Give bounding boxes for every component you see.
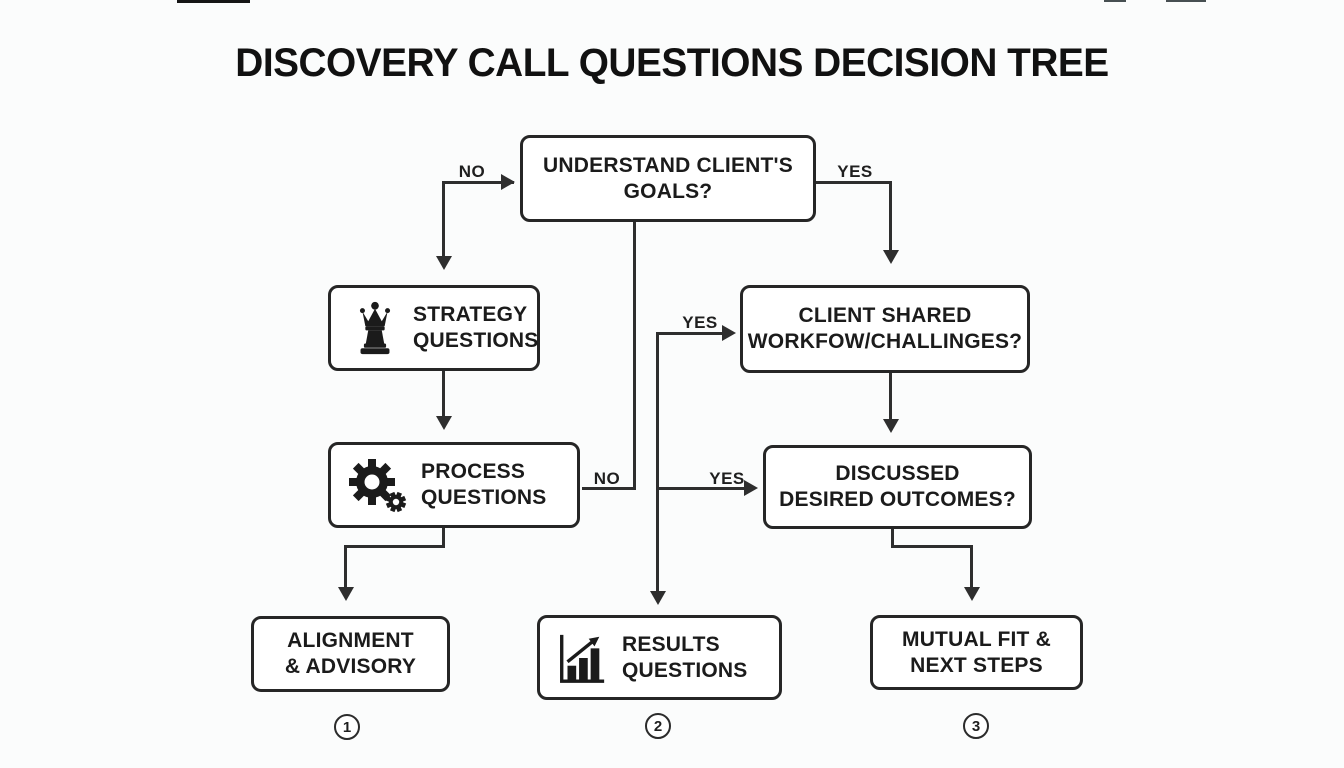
node-process-questions: PROCESS QUESTIONS (328, 442, 580, 528)
connector-line (442, 181, 445, 257)
node-label: & ADVISORY (284, 655, 417, 678)
footnote-number: 1 (342, 718, 352, 736)
edge-artifact (177, 0, 250, 3)
node-label: QUESTIONS (622, 658, 748, 682)
connector-line (656, 332, 724, 335)
node-label: DISCUSSED (835, 462, 960, 485)
connector-line (970, 545, 973, 589)
edge-artifact (1104, 0, 1126, 2)
page-title: DISCOVERY CALL QUESTIONS DECISION TREE (235, 41, 1109, 85)
node-label: UNDERSTAND CLIENT'S (543, 153, 793, 177)
footnote-circle-3: 3 (963, 713, 989, 739)
connector-line (582, 487, 636, 490)
edge-label-yes: YES (837, 162, 873, 181)
arrow-right-icon (501, 174, 515, 190)
footnote-number: 2 (653, 717, 663, 735)
connector-line (442, 371, 445, 417)
arrow-down-icon (338, 587, 354, 601)
node-strategy-questions: STRATEGY QUESTIONS (328, 285, 540, 371)
connector-line (344, 545, 445, 548)
edge-label-yes: YES (709, 469, 745, 488)
connector-line (656, 333, 659, 593)
connector-line (889, 181, 892, 251)
footnote-circle-2: 2 (645, 713, 671, 739)
chess-queen-icon (353, 300, 397, 356)
arrow-down-icon (650, 591, 666, 605)
footnote-circle-1: 1 (334, 714, 360, 740)
connector-line (656, 487, 746, 490)
gears-icon (345, 456, 409, 514)
node-label: CLIENT SHARED (798, 304, 972, 327)
node-label: GOALS? (623, 179, 713, 203)
node-label: QUESTIONS (413, 329, 539, 352)
arrow-right-icon (744, 480, 758, 496)
connector-line (891, 529, 894, 548)
edge-label-no: NO (593, 469, 621, 488)
connector-line (889, 373, 892, 420)
connector-line (891, 545, 973, 548)
node-label: STRATEGY (413, 303, 528, 326)
arrow-down-icon (883, 419, 899, 433)
node-results-questions: RESULTS QUESTIONS (537, 615, 782, 700)
node-label: DESIRED OUTCOMES? (779, 488, 1016, 511)
connector-line (633, 222, 636, 490)
node-understand-goals: UNDERSTAND CLIENT'S GOALS? (520, 135, 816, 222)
node-discussed-outcomes: DISCUSSED DESIRED OUTCOMES? (763, 445, 1032, 529)
edge-label-no: NO (458, 162, 486, 181)
node-client-shared-workflow: CLIENT SHARED WORKFOW/CHALLINGES? (740, 285, 1030, 373)
node-label: MUTUAL FIT & (902, 627, 1051, 651)
edge-label-yes: YES (682, 313, 718, 332)
arrow-down-icon (436, 256, 452, 270)
arrow-down-icon (964, 587, 980, 601)
node-label: NEXT STEPS (910, 653, 1043, 677)
connector-line (344, 545, 347, 589)
node-label: WORKFOW/CHALLINGES? (747, 330, 1023, 353)
bar-chart-icon (554, 628, 608, 688)
footnote-number: 3 (971, 717, 981, 735)
node-alignment-advisory: ALIGNMENT & ADVISORY (251, 616, 450, 692)
connector-line (816, 181, 892, 184)
arrow-right-icon (722, 325, 736, 341)
node-label: PROCESS (421, 460, 526, 483)
node-label: ALIGNMENT (287, 629, 414, 652)
node-mutual-fit: MUTUAL FIT & NEXT STEPS (870, 615, 1083, 690)
node-label: RESULTS (622, 632, 720, 656)
edge-artifact (1166, 0, 1206, 2)
node-label: QUESTIONS (421, 486, 547, 509)
connector-line (442, 528, 445, 548)
arrow-down-icon (883, 250, 899, 264)
connector-line (442, 181, 514, 184)
arrow-down-icon (436, 416, 452, 430)
